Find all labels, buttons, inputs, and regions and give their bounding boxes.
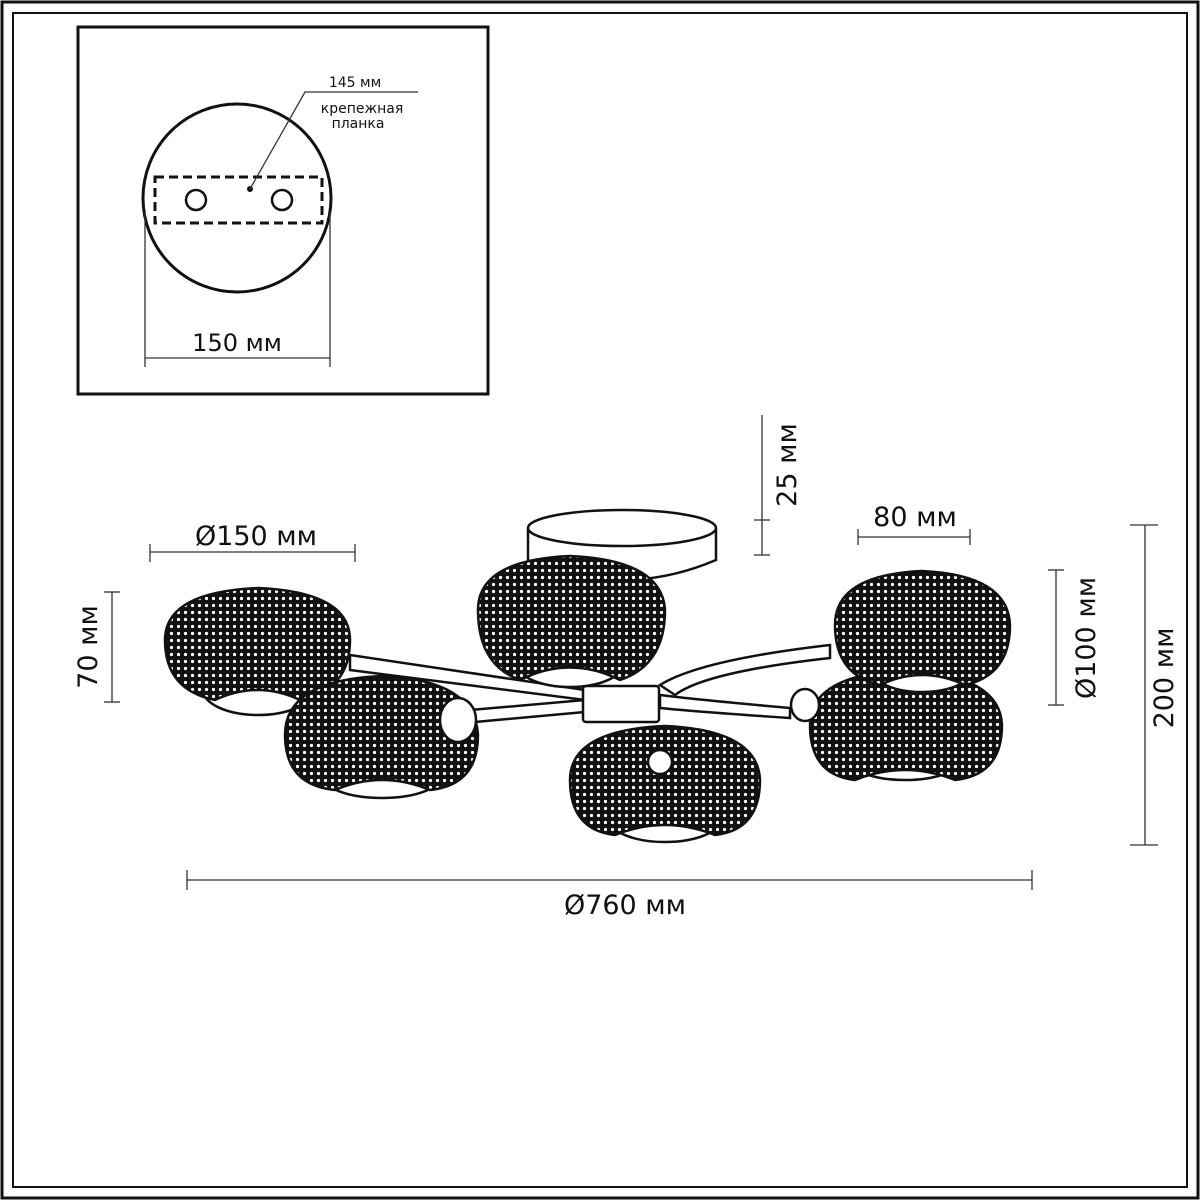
total-height-label: 200 мм xyxy=(1149,628,1180,729)
bracket-label-line2: планка xyxy=(332,116,385,132)
canopy-base-circle xyxy=(141,102,333,294)
bracket-label-line1: крепежная xyxy=(321,101,404,117)
leader-line xyxy=(249,91,418,190)
dimension-lines: Ø150 мм 70 мм 25 мм 80 мм Ø100 мм 200 мм… xyxy=(73,415,1180,921)
bracket-size-label: 145 мм xyxy=(329,75,381,91)
shade-diameter-label: Ø150 мм xyxy=(195,521,317,552)
shade-right-lower xyxy=(789,668,1004,782)
shade-right-top xyxy=(833,569,1012,694)
base-diameter-label: 150 мм xyxy=(192,329,282,357)
inner-frame xyxy=(12,12,1188,1188)
total-diameter-label: Ø760 мм xyxy=(564,890,686,921)
screw-hole-left xyxy=(184,188,208,212)
arms xyxy=(348,643,832,773)
mounting-bracket xyxy=(153,175,324,225)
screw-hole-right xyxy=(270,188,294,212)
shade-opening-label: 80 мм xyxy=(873,502,957,533)
shade-left-lower xyxy=(283,674,480,800)
canopy-height-label: 25 мм xyxy=(772,423,803,507)
shade-small-diameter-label: Ø100 мм xyxy=(1071,577,1102,699)
mounting-inset: 145 мм крепежная планка 150 мм xyxy=(76,25,490,396)
shade-center-top xyxy=(476,554,667,689)
lamp-shades xyxy=(163,554,1012,844)
shade-left-top xyxy=(163,586,352,717)
shade-height-label: 70 мм xyxy=(73,605,104,689)
shade-center-bottom xyxy=(568,724,762,844)
